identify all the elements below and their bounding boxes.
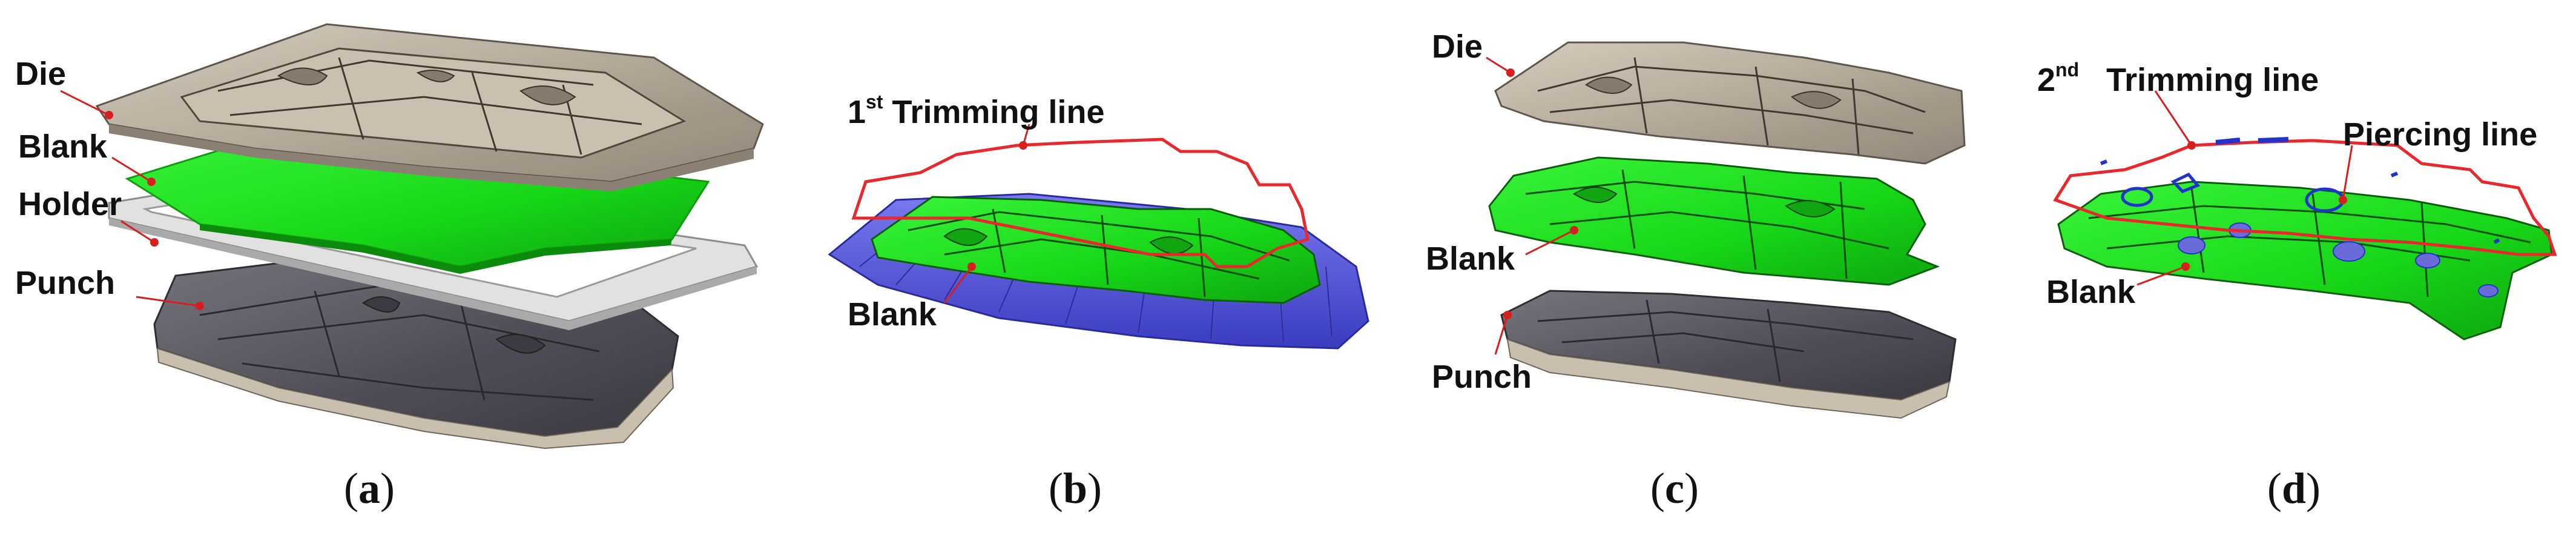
- caption-c: (c): [1650, 464, 1699, 513]
- label-piercing-line-d: Piercing line: [2343, 116, 2538, 153]
- panel-c-drawing: [1486, 41, 1966, 419]
- panel-a-drawing: [60, 23, 764, 450]
- piercing-lines: [2100, 137, 2500, 244]
- trim-text-b: Trimming line: [892, 94, 1105, 130]
- caption-b: (b): [1049, 464, 1102, 513]
- label-blank-c: Blank: [1426, 241, 1515, 277]
- label-trimming-line-b: 1st Trimming line: [848, 92, 1105, 130]
- die-part-a: [95, 23, 764, 191]
- punch-part-c: [1500, 290, 1957, 419]
- trim-number-b: 1: [848, 94, 866, 130]
- label-punch-a: Punch: [15, 265, 116, 301]
- trim-number-d: 2: [2037, 62, 2056, 98]
- pointers-d: [2136, 90, 2353, 286]
- label-punch-c: Punch: [1432, 359, 1532, 395]
- label-blank-a: Blank: [18, 128, 108, 165]
- trimming-line-2nd: [2053, 139, 2557, 256]
- pointers-c: [1486, 56, 1578, 355]
- label-blank-b: Blank: [848, 296, 937, 333]
- caption-d: (d): [2267, 464, 2321, 513]
- die-part-c: [1494, 41, 1966, 165]
- panel-d-drawing: [2053, 90, 2557, 340]
- trim-text-d: Trimming line: [2106, 62, 2319, 98]
- label-die-a: Die: [15, 56, 67, 92]
- pointers-a: [60, 90, 204, 310]
- blank-part-c: [1488, 156, 1940, 286]
- label-holder-a: Holder: [18, 186, 122, 222]
- pointers-b: [943, 124, 1030, 304]
- label-trimming-line-d: 2nd Trimming line: [2037, 60, 2319, 98]
- formed-part-b: [871, 196, 1321, 304]
- blank-part-d: [2057, 181, 2553, 340]
- label-die-c: Die: [1432, 28, 1483, 65]
- trimming-line-1st: [851, 138, 1309, 268]
- trim-sup-d: nd: [2055, 59, 2080, 81]
- panel-b-drawing: [828, 124, 1369, 350]
- label-blank-d: Blank: [2046, 274, 2136, 310]
- trim-sup-b: st: [866, 91, 883, 113]
- caption-a: (a): [344, 464, 395, 513]
